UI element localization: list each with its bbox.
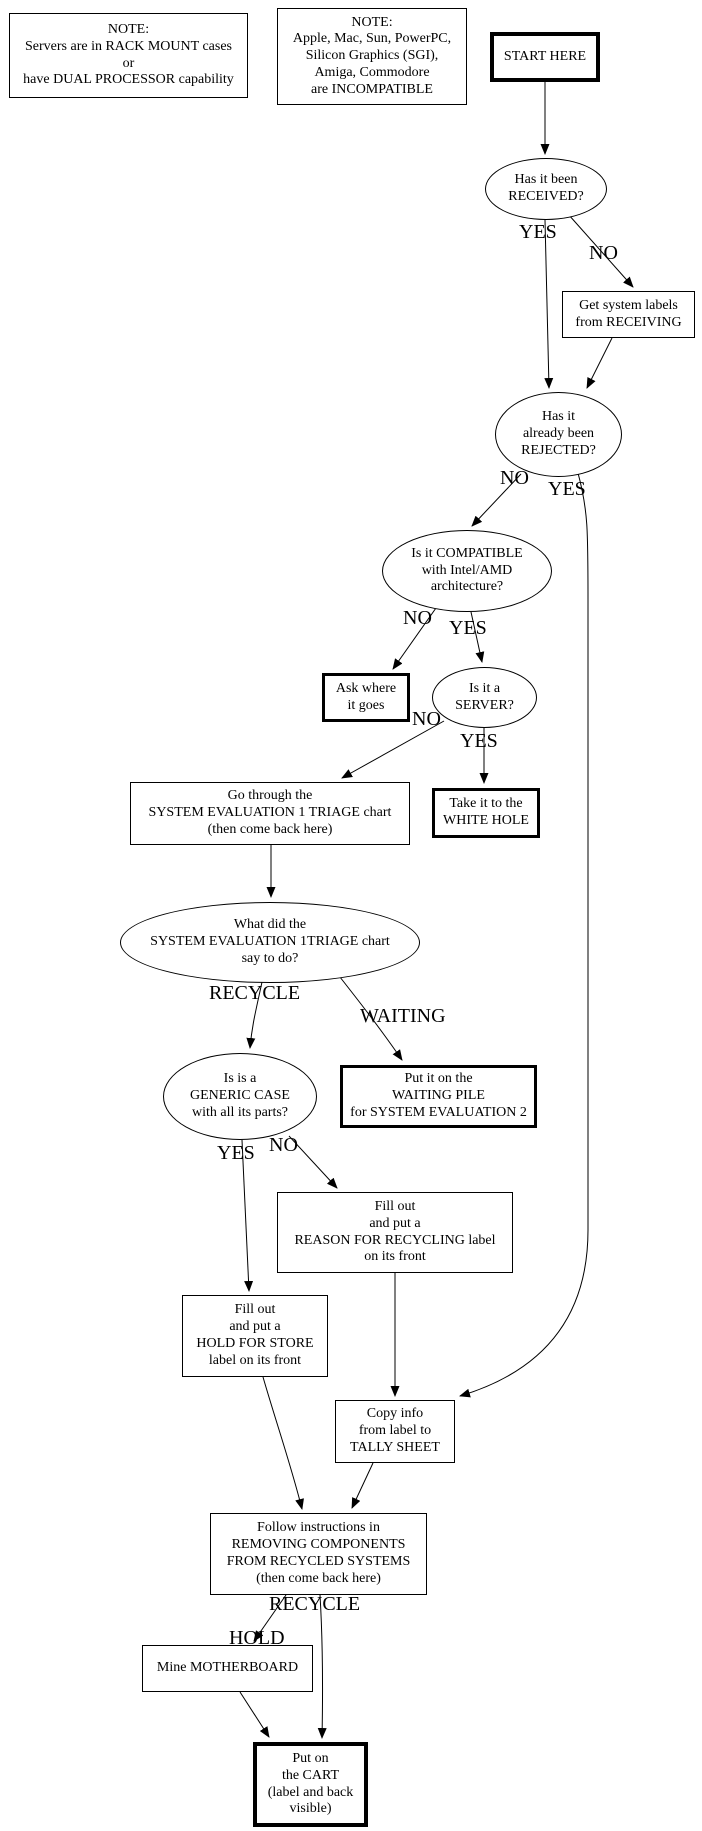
edge-label-rejected-no: NO <box>500 467 529 489</box>
edge-follow-hold-mine <box>253 1594 287 1642</box>
mine-motherboard-step: Mine MOTHERBOARD <box>142 1645 313 1692</box>
edge-label-received-yes: YES <box>519 221 557 243</box>
edge-label-recycle: RECYCLE <box>209 982 301 1004</box>
what-did-decision: What did the SYSTEM EVALUATION 1TRIAGE c… <box>120 902 420 983</box>
edge-label-rejected-yes: YES <box>548 478 586 500</box>
edge-rejected-yes-copyinfo <box>459 472 589 1398</box>
edge-label-generic-no: NO <box>269 1134 298 1156</box>
edge-compatible-yes-server <box>470 611 485 663</box>
edge-label-server-yes: YES <box>460 730 498 752</box>
edge-getlabels-rejected <box>586 337 613 389</box>
server-decision: Is it a SERVER? <box>432 667 537 728</box>
get-labels-step: Get system labels from RECEIVING <box>562 291 695 338</box>
edge-holdstore-follow <box>262 1376 304 1510</box>
reason-recycling-step: Fill out and put a REASON FOR RECYCLING … <box>277 1192 513 1273</box>
edge-rejected-no-compatible <box>471 473 522 527</box>
edge-compatible-no-askwhere <box>392 607 437 670</box>
edge-label-compatible-yes: YES <box>449 617 487 639</box>
edge-mine-cart <box>239 1691 270 1738</box>
white-hole-step: Take it to the WHITE HOLE <box>432 788 540 838</box>
edge-label-follow-recycle: RECYCLE <box>269 1593 361 1615</box>
start-here-node: START HERE <box>490 32 600 82</box>
triage-chart-step: Go through the SYSTEM EVALUATION 1 TRIAG… <box>130 782 410 845</box>
hold-store-step: Fill out and put a HOLD FOR STORE label … <box>182 1295 328 1377</box>
follow-instructions-step: Follow instructions in REMOVING COMPONEN… <box>210 1513 427 1595</box>
edge-whatdid-recycle-generic <box>246 981 263 1049</box>
edge-generic-yes-holdstore <box>241 1139 254 1292</box>
edge-copyinfo-follow <box>351 1462 374 1509</box>
waiting-pile-step: Put it on the WAITING PILE for SYSTEM EV… <box>340 1065 537 1128</box>
edge-received-yes-rejected <box>544 219 554 389</box>
edge-server-no-triage <box>341 720 445 779</box>
edge-whatdid-waiting-waitingpile <box>335 971 403 1061</box>
copy-info-step: Copy info from label to TALLY SHEET <box>335 1400 455 1463</box>
edge-received-no-getlabels <box>567 213 634 288</box>
edge-label-waiting: WAITING <box>360 1005 446 1027</box>
note-rack-mount: NOTE: Servers are in RACK MOUNT cases or… <box>9 13 248 98</box>
edge-label-compatible-no: NO <box>403 607 432 629</box>
ask-where-step: Ask where it goes <box>322 673 410 722</box>
edge-label-follow-hold: HOLD <box>229 1627 285 1649</box>
edge-follow-recycle-cart <box>317 1594 327 1739</box>
edge-generic-no-reason <box>288 1135 338 1189</box>
edge-label-received-no: NO <box>589 242 618 264</box>
note-incompatible: NOTE: Apple, Mac, Sun, PowerPC, Silicon … <box>277 8 467 105</box>
compatible-decision: Is it COMPATIBLE with Intel/AMD architec… <box>382 530 552 612</box>
cart-step: Put on the CART (label and back visible) <box>253 1742 368 1827</box>
edge-label-server-no: NO <box>412 708 441 730</box>
received-decision: Has it been RECEIVED? <box>485 158 607 220</box>
rejected-decision: Has it already been REJECTED? <box>495 392 622 477</box>
edge-label-generic-yes: YES <box>217 1142 255 1164</box>
generic-case-decision: Is is a GENERIC CASE with all its parts? <box>163 1053 317 1140</box>
